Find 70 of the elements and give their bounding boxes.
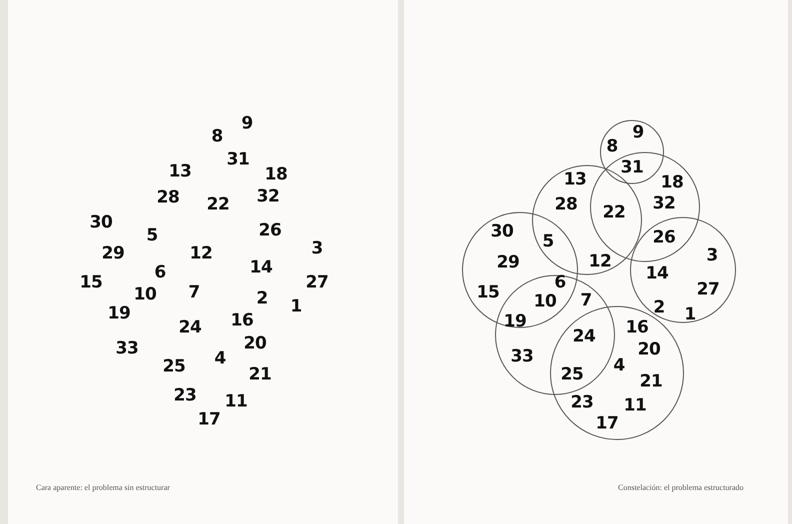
number-label: 24 — [178, 320, 202, 336]
number-label: 13 — [564, 172, 586, 188]
number-label: 16 — [626, 320, 648, 336]
number-label: 19 — [504, 314, 526, 330]
number-label: 28 — [554, 196, 578, 214]
number-label: 14 — [646, 266, 668, 282]
number-label: 15 — [476, 284, 500, 302]
number-label: 1 — [684, 306, 696, 324]
circle-outline — [462, 212, 578, 328]
number-label: 25 — [560, 366, 584, 384]
number-label: 17 — [198, 412, 220, 428]
number-label: 5 — [542, 234, 554, 250]
number-label: 11 — [624, 398, 646, 414]
number-label: 21 — [640, 374, 662, 390]
number-label: 8 — [606, 138, 618, 156]
number-label: 32 — [256, 188, 280, 206]
number-label: 8 — [211, 128, 223, 146]
number-label: 20 — [244, 336, 266, 352]
number-label: 20 — [638, 342, 660, 358]
number-label: 12 — [588, 254, 612, 270]
number-label: 28 — [156, 190, 180, 206]
number-label: 31 — [226, 152, 250, 168]
caption: Constelación: el problema estructurado — [618, 483, 744, 492]
number-label: 16 — [230, 312, 254, 330]
number-label: 6 — [154, 264, 166, 282]
number-label: 13 — [168, 164, 192, 180]
number-label: 18 — [660, 174, 684, 192]
number-label: 2 — [256, 290, 268, 308]
number-label: 33 — [510, 348, 534, 366]
number-label: 29 — [496, 254, 520, 272]
number-label: 12 — [190, 246, 212, 262]
number-label: 22 — [206, 196, 230, 214]
number-label: 3 — [311, 240, 323, 258]
number-label: 30 — [490, 224, 514, 240]
number-label: 27 — [696, 282, 720, 298]
number-label: 33 — [116, 340, 138, 358]
number-label: 9 — [241, 116, 253, 132]
number-label: 26 — [258, 222, 282, 240]
number-label: 17 — [596, 416, 618, 432]
number-label: 11 — [224, 394, 248, 410]
number-label: 9 — [632, 124, 644, 142]
number-label: 7 — [580, 292, 592, 310]
number-label: 32 — [652, 196, 676, 212]
number-label: 23 — [570, 394, 594, 412]
number-label: 15 — [80, 274, 102, 292]
number-label: 29 — [102, 246, 124, 262]
number-label: 22 — [602, 204, 626, 222]
number-label: 23 — [174, 388, 196, 404]
number-label: 21 — [248, 366, 272, 384]
number-label: 10 — [134, 286, 156, 304]
number-label: 1 — [290, 298, 302, 316]
number-label: 24 — [572, 328, 596, 346]
caption: Cara aparente: el problema sin estructurar — [36, 483, 170, 492]
circle-outline — [600, 120, 664, 184]
number-label: 7 — [188, 284, 200, 302]
number-label: 25 — [162, 358, 186, 376]
number-label: 18 — [264, 166, 288, 184]
number-label: 26 — [652, 230, 676, 246]
number-label: 10 — [534, 294, 556, 310]
number-label: 4 — [613, 358, 625, 374]
number-label: 5 — [146, 228, 158, 244]
number-label: 14 — [250, 260, 272, 276]
number-label: 2 — [653, 300, 665, 316]
number-label: 4 — [214, 350, 226, 368]
number-label: 6 — [554, 274, 566, 292]
number-label: 30 — [90, 214, 112, 232]
number-label: 19 — [108, 306, 130, 322]
number-label: 31 — [620, 160, 644, 176]
number-label: 27 — [306, 274, 328, 292]
number-label: 3 — [706, 248, 718, 264]
